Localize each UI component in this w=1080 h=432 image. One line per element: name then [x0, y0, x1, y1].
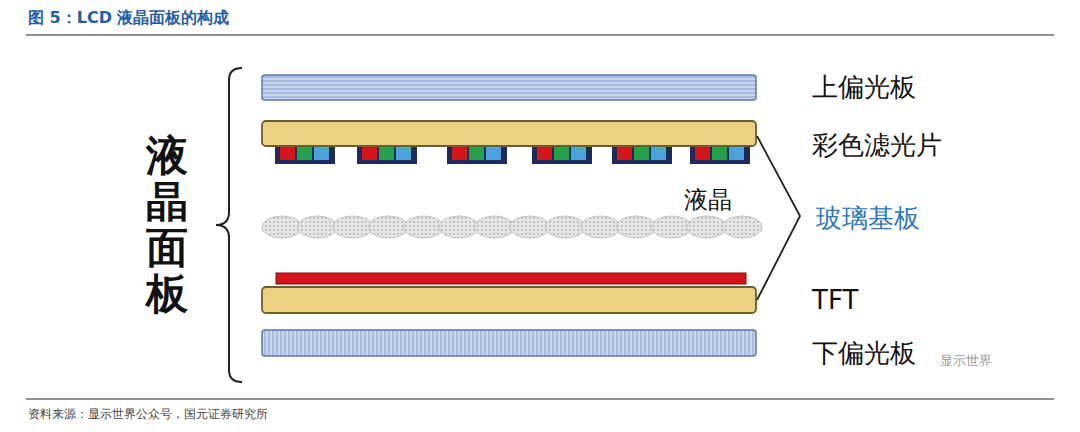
lc-molecule [687, 216, 727, 238]
source-rule [26, 399, 1054, 400]
lc-molecule [474, 216, 514, 238]
layer-label: 上偏光板 [812, 70, 916, 105]
layer-label: TFT [812, 285, 858, 315]
panel-brace [216, 68, 242, 382]
lc-molecule [545, 216, 585, 238]
lc-molecule [439, 216, 479, 238]
layer-label: 下偏光板 [812, 336, 916, 371]
upper-polarizer [262, 75, 756, 100]
lc-molecule [651, 216, 691, 238]
lc-molecule [297, 216, 337, 238]
panel-label: 液晶面板 [146, 133, 188, 318]
lc-molecule [368, 216, 408, 238]
lc-molecule [262, 216, 302, 238]
liquid-crystal-layer [262, 216, 762, 238]
glass-bracket [757, 136, 800, 300]
layer-label: 玻璃基板 [816, 201, 920, 236]
title-rule [26, 34, 1054, 35]
figure-title: 图 5：LCD 液晶面板的构成 [28, 8, 230, 29]
lc-molecule [616, 216, 656, 238]
lc-molecule [404, 216, 444, 238]
layer-label: 彩色滤光片 [812, 128, 942, 163]
layer-label: 液晶 [684, 184, 732, 216]
lc-molecule [510, 216, 550, 238]
lc-molecule [581, 216, 621, 238]
color-filter-glass [262, 121, 756, 146]
tft-layer [276, 273, 746, 284]
lower-polarizer [262, 330, 756, 356]
lc-molecule [333, 216, 373, 238]
source-note: 资料来源：显示世界公众号，国元证券研究所 [28, 406, 268, 423]
lc-molecule [722, 216, 762, 238]
watermark: 显示世界 [940, 352, 992, 370]
tft-glass [262, 287, 756, 313]
